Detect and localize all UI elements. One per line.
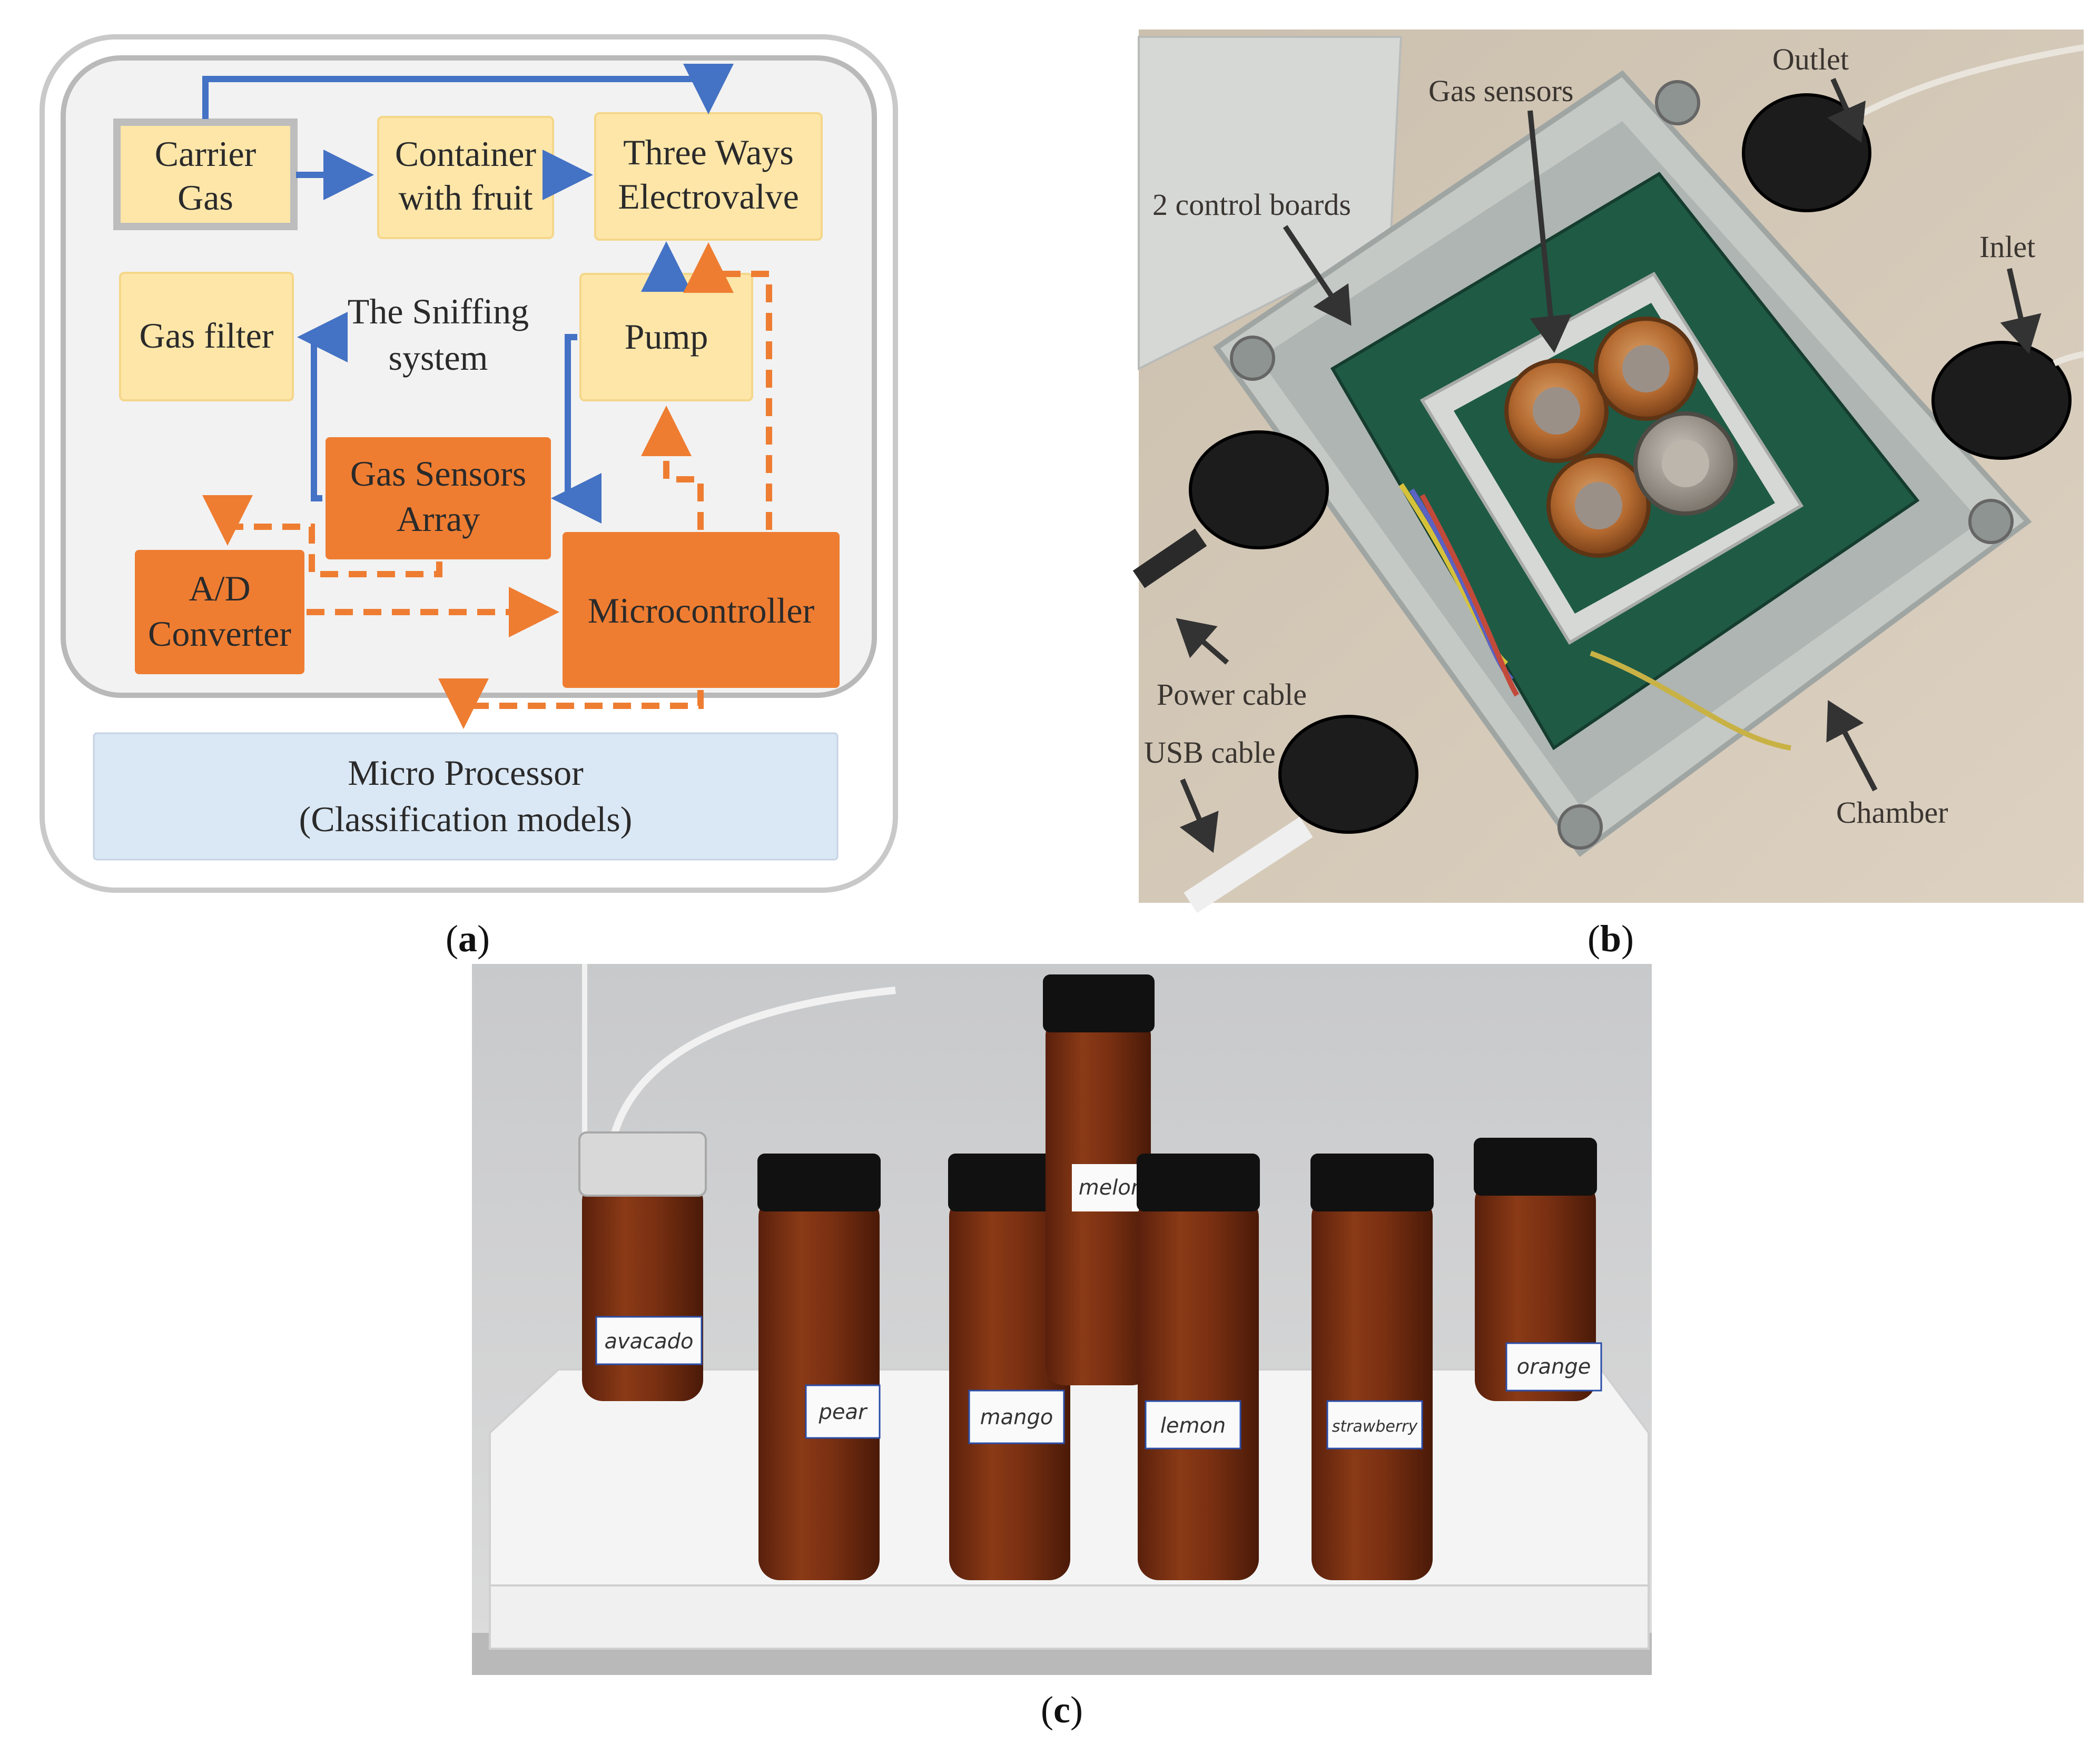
signal-microcontroller-to-processor	[438, 678, 704, 729]
carrier-gas-block: Carrier Gas	[113, 119, 298, 230]
panel-b-photo: Gas sensors Outlet 2 control boards Inle…	[1132, 29, 2085, 960]
electrovalve-label-2: Electrovalve	[618, 176, 799, 216]
container-label-2: with fruit	[399, 178, 533, 218]
ad-converter-block: A/D Converter	[135, 550, 304, 674]
power-cable	[1132, 528, 1207, 588]
electrovalve-label-1: Three Ways	[623, 132, 794, 172]
panel-c-photo: avacado pear mango melon lemon	[472, 964, 1652, 1731]
container-label-1: Container	[395, 134, 537, 174]
usb-cable	[1184, 816, 1313, 913]
screw	[1655, 80, 1700, 125]
label-usb-cable: USB cable	[1144, 735, 1276, 770]
ad-label-1: A/D	[189, 568, 250, 608]
pointer-arrows	[1176, 77, 2042, 853]
caption-a: (a)	[446, 918, 490, 960]
gas-flow-arrows	[202, 64, 734, 524]
gas-filter-label: Gas filter	[140, 316, 274, 356]
sensors-array-label-2: Array	[397, 499, 480, 539]
signal-microcontroller-to-pump	[641, 406, 704, 530]
label-inlet: Inlet	[1979, 230, 2035, 264]
vial-label-lemon: lemon	[1160, 1414, 1226, 1438]
vial-avacado: avacado	[578, 1131, 707, 1401]
gas-filter-block: Gas filter	[119, 272, 294, 401]
vial-label-melon: melon	[1079, 1176, 1145, 1200]
wires	[1398, 483, 1791, 751]
rack-base	[489, 1584, 1650, 1650]
vial-melon: melon	[1043, 974, 1155, 1385]
vial-label-mango: mango	[980, 1405, 1053, 1430]
label-power-cable: Power cable	[1157, 677, 1307, 712]
vial-label-strawberry: strawberry	[1332, 1417, 1418, 1436]
vial-label-pear: pear	[819, 1400, 869, 1424]
outlet-tube	[1847, 44, 2085, 124]
label-control-boards: 2 control boards	[1152, 188, 1351, 222]
microcontroller-block: Microcontroller	[563, 532, 840, 688]
carrier-gas-label-1: Carrier	[155, 134, 257, 174]
label-outlet: Outlet	[1772, 42, 1849, 76]
signal-sensors-to-ad	[202, 495, 442, 577]
screw	[1968, 499, 2014, 544]
carrier-gas-label-2: Gas	[178, 178, 233, 218]
vial-strawberry: strawberry	[1310, 1154, 1434, 1580]
vial-orange: orange	[1474, 1138, 1602, 1401]
label-chamber: Chamber	[1836, 795, 1948, 830]
caption-c: (c)	[1041, 1689, 1083, 1731]
screw	[1557, 804, 1603, 850]
photo-labels: Gas sensors Outlet 2 control boards Inle…	[1144, 42, 2035, 830]
label-gas-sensors: Gas sensors	[1428, 74, 1573, 108]
arrow-pump-to-sensors	[551, 334, 602, 524]
vial-label-orange: orange	[1517, 1355, 1591, 1379]
inlet-tube	[2053, 351, 2085, 367]
screw	[1230, 336, 1275, 381]
arrow-sensors-to-filter	[297, 312, 348, 501]
micro-processor-block: Micro Processor (Classification models)	[93, 732, 839, 861]
panel-a-diagram: Carrier Gas Container with fruit Three W…	[40, 34, 898, 960]
signal-arrows	[202, 242, 772, 729]
electrovalve-block: Three Ways Electrovalve	[594, 112, 823, 241]
gas-sensor-cans	[1504, 317, 1738, 558]
microcontroller-label: Microcontroller	[588, 590, 815, 630]
ad-label-2: Converter	[148, 614, 291, 654]
tube	[607, 987, 896, 1149]
sensors-array-label-1: Gas Sensors	[350, 454, 526, 494]
vial-label-avacado: avacado	[604, 1329, 693, 1354]
signal-microcontroller-to-valve	[683, 242, 772, 530]
sniffing-label-2: system	[389, 338, 488, 378]
caption-b: (b)	[1588, 918, 1634, 960]
arrow-carrier-to-valve	[202, 64, 734, 119]
pump-block: Pump	[579, 273, 753, 401]
gas-sensors-array-block: Gas Sensors Array	[326, 437, 551, 559]
micro-processor-label: Micro Processor	[348, 753, 584, 793]
pump-label: Pump	[625, 317, 708, 357]
sniffing-label-1: The Sniffing	[348, 291, 529, 331]
vial-pear: pear	[757, 1154, 881, 1580]
container-block: Container with fruit	[377, 116, 554, 239]
classification-label: (Classification models)	[299, 799, 633, 839]
vial-mango: mango	[948, 1154, 1071, 1580]
vial-lemon: lemon	[1137, 1154, 1260, 1580]
